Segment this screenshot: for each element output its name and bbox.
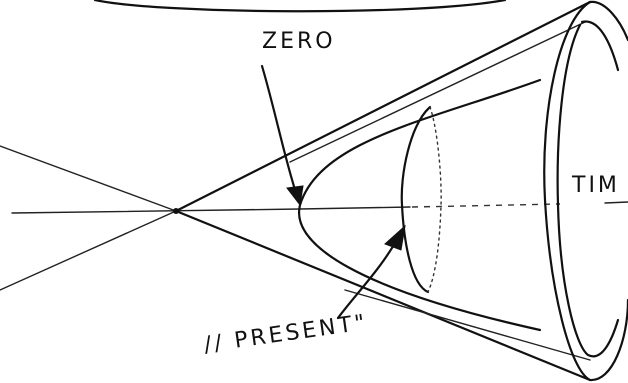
inner-edge-bottom (345, 290, 590, 360)
cone-edge-top (176, 2, 590, 211)
horizontal-axis-hidden (412, 204, 560, 207)
zero-label: ZERO (262, 29, 336, 54)
cone-edge-bottom (176, 211, 590, 380)
horizontal-axis-mid (300, 207, 410, 209)
horizontal-axis-left (12, 209, 300, 213)
present-arrowhead (385, 226, 405, 250)
present-slice-back (428, 107, 441, 292)
present-slice-front (402, 107, 430, 292)
horizontal-axis-right (605, 202, 628, 203)
present-label: // PRESENT" (202, 310, 369, 358)
zero-parabola (299, 80, 540, 330)
cone-mouth-inner-right (582, 22, 618, 70)
zero-arrow-shaft (262, 66, 297, 196)
top-arc (95, 0, 505, 11)
time-label: TIM (571, 173, 620, 198)
cross-line-lower-left (0, 211, 176, 290)
cross-line-upper-left (0, 146, 176, 211)
cone-mouth-outer-right (590, 2, 628, 40)
zero-arrowhead (287, 186, 303, 205)
